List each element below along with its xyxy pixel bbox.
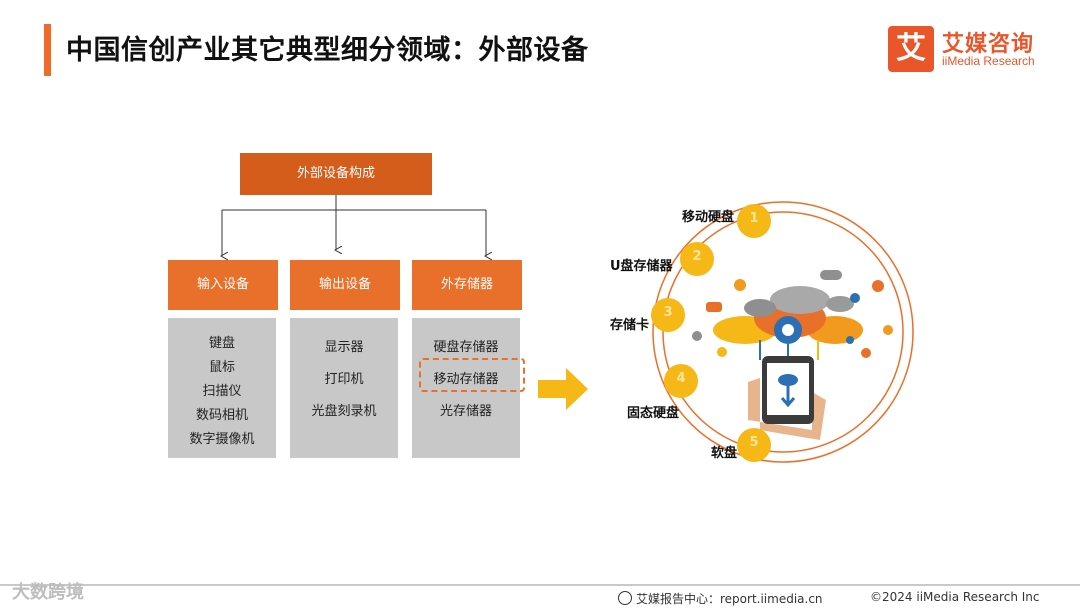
list-item: 硬盘存储器 [433,340,499,355]
logo-text-cn: 艾媒咨询 [942,32,1035,57]
right-arrow-icon [538,368,588,410]
footer-source: 艾媒报告中心：report.iimedia.cn [618,590,823,607]
input-devices-list: 键盘 鼠标 扫描仪 数码相机 数字摄像机 [168,318,276,458]
category-input-devices: 输入设备 [168,260,278,310]
globe-icon [618,591,632,605]
external-storage-list: 硬盘存储器 移动存储器 光存储器 [412,318,520,458]
logo-mark: 艾 [888,26,934,72]
small-dot-icon [717,347,727,357]
highlighted-list-item: 移动存储器 [433,372,499,387]
node-label-ssd: 固态硬盘 [627,406,680,421]
category-external-storage: 外存储器 [412,260,522,310]
small-dot-icon [692,331,702,341]
list-item: 光盘刻录机 [311,404,377,419]
small-box-icon [706,302,722,312]
list-item: 鼠标 [208,360,235,375]
footer-divider [0,584,1080,586]
root-node: 外部设备构成 [240,153,432,195]
list-item: 数字摄像机 [189,432,255,447]
brand-logo: 艾 艾媒咨询 iiMedia Research [888,26,1058,72]
page-title: 中国信创产业其它典型细分领域：外部设备 [66,35,589,66]
list-item: 数码相机 [195,408,248,423]
small-dot-icon [846,336,854,344]
list-item: 光存储器 [439,404,492,419]
list-item: 扫描仪 [202,384,242,399]
list-item: 键盘 [208,336,235,351]
ring-node-5: 5 [737,428,771,462]
ring-node-4: 4 [664,364,698,398]
small-dot-icon [872,280,884,292]
node-label-mobile-hdd: 移动硬盘 [682,210,735,225]
category-output-devices: 输出设备 [290,260,400,310]
small-dot-icon [883,325,893,335]
small-dot-icon [850,293,860,303]
node-label-memory-card: 存储卡 [610,318,650,333]
small-cloud-icon [820,270,842,280]
list-item: 打印机 [324,372,364,387]
small-dot-icon [861,348,871,358]
ring-node-1: 1 [737,204,771,238]
highlight-dashed-frame [419,358,525,392]
watermark: 大数跨境 [12,582,84,603]
output-devices-list: 显示器 打印机 光盘刻录机 [290,318,398,458]
ring-node-2: 2 [680,242,714,276]
cloud-icon [713,286,863,344]
logo-text-en: iiMedia Research [942,54,1035,68]
footer-copyright: ©2024 iiMedia Research Inc [870,590,1040,604]
small-dot-icon [734,279,746,291]
ring-node-3: 3 [651,298,685,332]
node-label-floppy: 软盘 [711,446,738,461]
smartphone-icon [748,356,826,440]
node-label-usb-storage: U盘存储器 [610,259,673,274]
title-accent-bar [44,24,51,76]
list-item: 显示器 [324,340,364,355]
